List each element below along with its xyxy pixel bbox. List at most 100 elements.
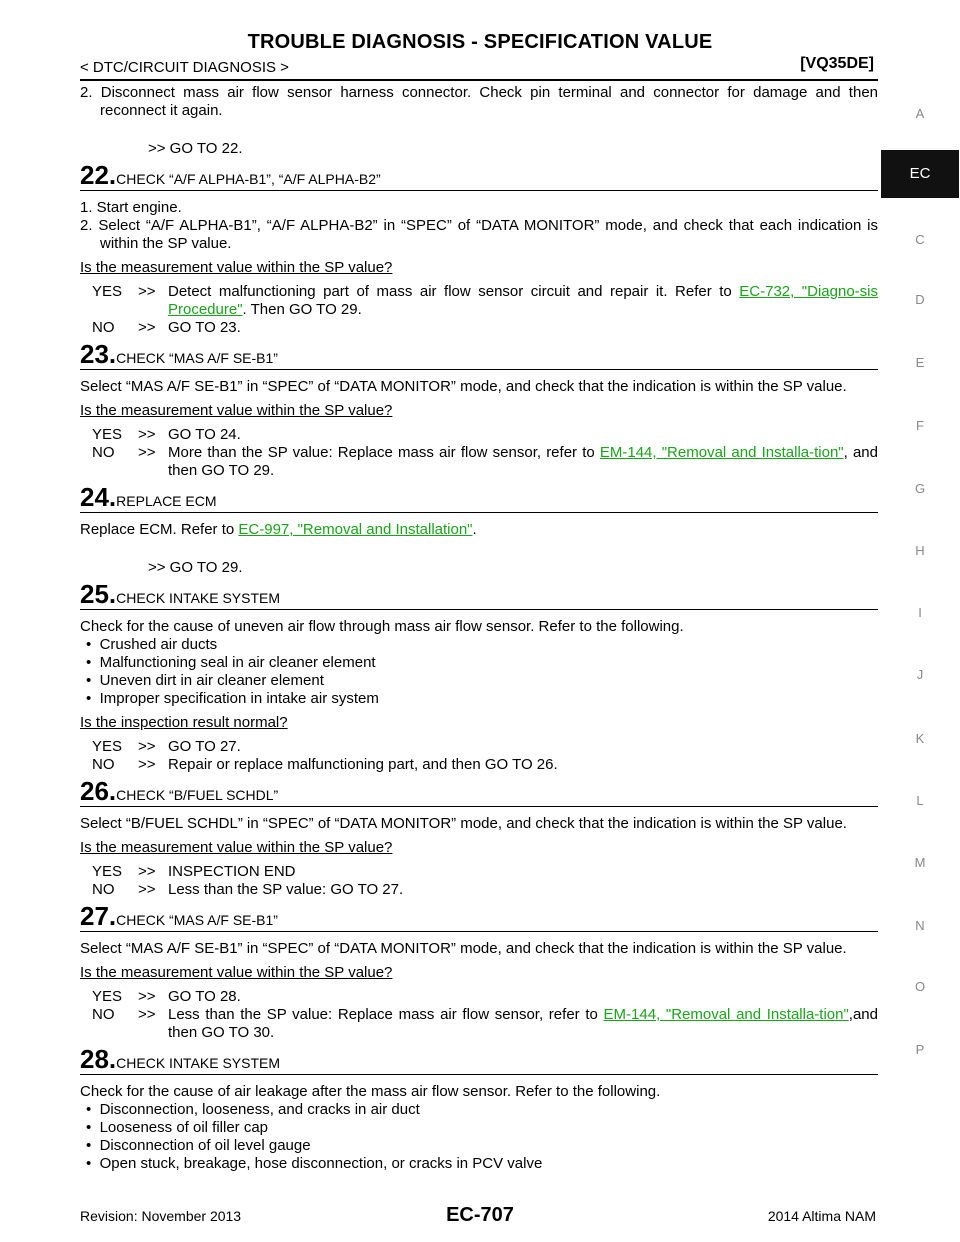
step-27-no: NO >> Less than the SP value: Replace ma…: [80, 1006, 878, 1042]
tab-d[interactable]: D: [915, 292, 925, 307]
list-item: • Disconnection, looseness, and cracks i…: [86, 1101, 420, 1118]
step-22-yes: YES >> Detect malfunctioning part of mas…: [80, 283, 878, 319]
tab-l[interactable]: L: [916, 793, 924, 808]
answer-arrow: >>: [138, 738, 156, 755]
page-title: TROUBLE DIAGNOSIS - SPECIFICATION VALUE: [247, 31, 713, 53]
answer-arrow: >>: [138, 756, 156, 773]
step-title: CHECK “MAS A/F SE-B1”: [116, 350, 278, 366]
step-23-yes: YES >> GO TO 24.: [80, 426, 878, 444]
answer-text-post: , and then GO TO 29.: [168, 444, 878, 479]
tab-c[interactable]: C: [915, 232, 925, 247]
answer-text-pre: More than the SP value: Replace mass air…: [168, 444, 600, 461]
step-23-heading: 23. CHECK “MAS A/F SE-B1”: [80, 341, 878, 370]
intro-step-text: 2. Disconnect mass air flow sensor harne…: [80, 84, 878, 119]
tab-o[interactable]: O: [914, 979, 926, 994]
answer-key: YES: [92, 988, 123, 1005]
step-25-question: Is the inspection result normal?: [80, 714, 288, 731]
step-number: 26: [80, 776, 109, 806]
step-title: CHECK “MAS A/F SE-B1”: [116, 912, 278, 928]
answer-text: GO TO 28.: [168, 988, 241, 1005]
tab-h[interactable]: H: [915, 543, 925, 558]
step-number: 25: [80, 579, 109, 609]
step-22-heading: 22. CHECK “A/F ALPHA-B1”, “A/F ALPHA-B2”: [80, 162, 878, 191]
answer-text: GO TO 23.: [168, 319, 241, 336]
list-item: • Crushed air ducts: [86, 636, 218, 653]
answer-text-pre: Detect malfunctioning part of mass air f…: [168, 283, 740, 300]
step-title: CHECK INTAKE SYSTEM: [116, 590, 281, 606]
tab-g[interactable]: G: [914, 481, 926, 496]
body-text-post: .: [472, 521, 477, 538]
step-25-no: NO >> Repair or replace malfunctioning p…: [80, 756, 878, 774]
answer-arrow: >>: [138, 881, 156, 898]
tab-e[interactable]: E: [915, 355, 925, 370]
step-26-body: Select “B/FUEL SCHDL” in “SPEC” of “DATA…: [80, 815, 847, 832]
step-23-question: Is the measurement value within the SP v…: [80, 402, 393, 419]
step-27-yes: YES >> GO TO 28.: [80, 988, 878, 1006]
tab-ec[interactable]: EC: [881, 150, 959, 198]
link-ec-997[interactable]: EC-997, "Removal and Installation": [238, 521, 473, 538]
tab-k[interactable]: K: [915, 731, 925, 746]
step-title: CHECK INTAKE SYSTEM: [116, 1055, 281, 1071]
breadcrumb: < DTC/CIRCUIT DIAGNOSIS >: [80, 59, 289, 76]
tab-i[interactable]: I: [918, 605, 922, 620]
answer-text: Detect malfunctioning part of mass air f…: [168, 283, 878, 319]
tab-m[interactable]: M: [914, 855, 926, 870]
list-item: • Open stuck, breakage, hose disconnecti…: [86, 1155, 543, 1172]
tab-p[interactable]: P: [915, 1042, 925, 1057]
edition: 2014 Altima NAM: [767, 1208, 876, 1224]
step-26-question: Is the measurement value within the SP v…: [80, 839, 393, 856]
step-27-body: Select “MAS A/F SE-B1” in “SPEC” of “DAT…: [80, 940, 847, 957]
answer-text: Less than the SP value: GO TO 27.: [168, 881, 404, 898]
answer-text: INSPECTION END: [168, 863, 296, 880]
step-28-heading: 28. CHECK INTAKE SYSTEM: [80, 1046, 878, 1075]
step-24-heading: 24. REPLACE ECM: [80, 484, 878, 513]
step-24-goto: >> GO TO 29.: [148, 559, 243, 576]
list-item: • Improper specification in intake air s…: [86, 690, 379, 707]
step-number: 23: [80, 339, 109, 369]
answer-key: NO: [92, 756, 115, 773]
tab-n[interactable]: N: [915, 918, 925, 933]
tab-a[interactable]: A: [915, 106, 925, 121]
answer-key: YES: [92, 738, 123, 755]
answer-arrow: >>: [138, 319, 156, 336]
answer-arrow: >>: [138, 1006, 156, 1023]
answer-arrow: >>: [138, 444, 156, 461]
answer-text: Less than the SP value: Replace mass air…: [168, 1006, 878, 1042]
answer-key: NO: [92, 319, 115, 336]
answer-key: YES: [92, 426, 123, 443]
step-27-question: Is the measurement value within the SP v…: [80, 964, 393, 981]
step-number: 24: [80, 482, 109, 512]
step-number: 22: [80, 160, 109, 190]
step-26-no: NO >> Less than the SP value: GO TO 27.: [80, 881, 878, 899]
answer-arrow: >>: [138, 988, 156, 1005]
tab-j[interactable]: J: [916, 667, 924, 682]
step-25-yes: YES >> GO TO 27.: [80, 738, 878, 756]
header-rule: [80, 79, 878, 81]
model-code: [VQ35DE]: [800, 55, 874, 72]
answer-key: YES: [92, 863, 123, 880]
step-22-item-2: 2. Select “A/F ALPHA-B1”, “A/F ALPHA-B2”…: [80, 217, 878, 252]
step-23-body: Select “MAS A/F SE-B1” in “SPEC” of “DAT…: [80, 378, 847, 395]
answer-key: NO: [92, 1006, 115, 1023]
step-22-question: Is the measurement value within the SP v…: [80, 259, 393, 276]
step-26-heading: 26. CHECK “B/FUEL SCHDL”: [80, 778, 878, 807]
link-em-144[interactable]: EM-144, "Removal and Installa-tion": [599, 444, 844, 461]
answer-key: YES: [92, 283, 123, 300]
step-title: CHECK “A/F ALPHA-B1”, “A/F ALPHA-B2”: [116, 171, 381, 187]
link-em-144[interactable]: EM-144, "Removal and Installa-tion": [603, 1006, 849, 1023]
answer-text: Repair or replace malfunctioning part, a…: [168, 756, 558, 773]
step-title: CHECK “B/FUEL SCHDL”: [116, 787, 279, 803]
step-22-no: NO >> GO TO 23.: [80, 319, 878, 337]
step-number: 27: [80, 901, 109, 931]
page-number: EC-707: [446, 1204, 514, 1226]
answer-text-post: . Then GO TO 29.: [242, 301, 362, 318]
answer-arrow: >>: [138, 283, 156, 300]
list-item: • Malfunctioning seal in air cleaner ele…: [86, 654, 376, 671]
tab-f[interactable]: F: [916, 418, 924, 433]
step-22-item-1: 1. Start engine.: [80, 199, 182, 216]
body-text-pre: Replace ECM. Refer to: [80, 521, 239, 538]
answer-key: NO: [92, 881, 115, 898]
link-ec-732[interactable]: EC-732, "Diagno-sis Procedure": [168, 283, 878, 318]
answer-arrow: >>: [138, 426, 156, 443]
revision-date: Revision: November 2013: [80, 1208, 242, 1224]
